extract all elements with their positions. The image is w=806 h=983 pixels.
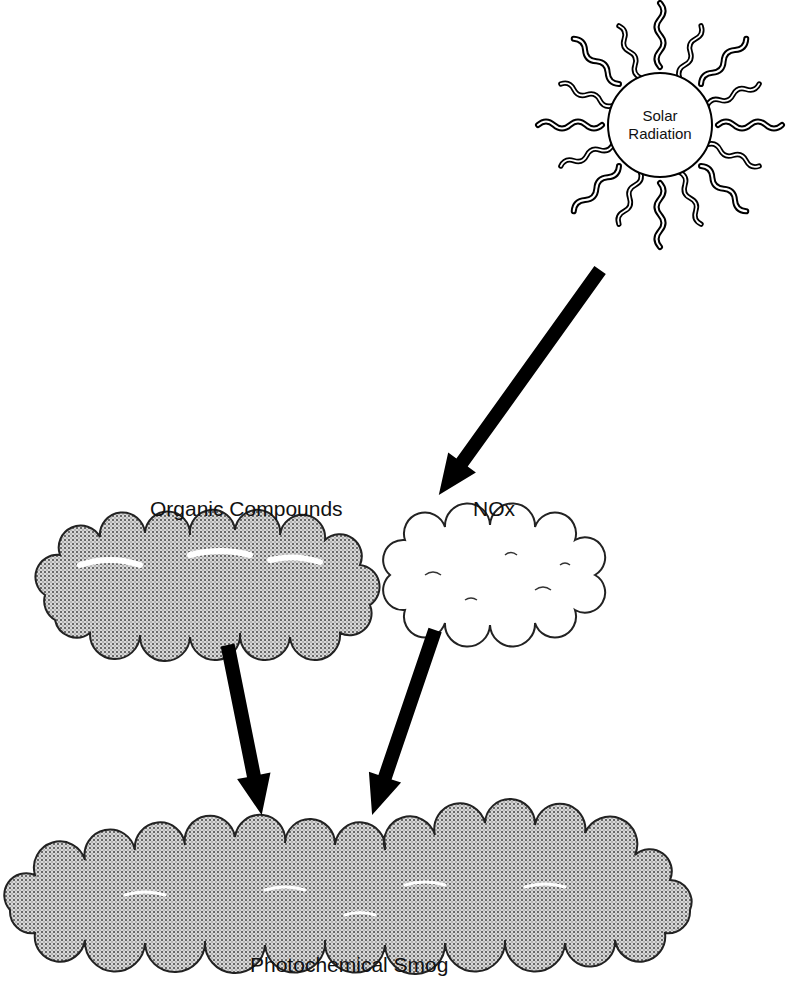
cloud-label: NOx [473, 497, 515, 521]
cloud-label: Organic Compounds [150, 497, 343, 521]
arrow-connector [439, 266, 606, 495]
sun-node: Solar Radiation [520, 0, 800, 270]
cloud-node: Photochemical Smog [5, 815, 695, 980]
cloud-node: Organic Compounds [40, 495, 375, 645]
arrow-connector [221, 644, 271, 815]
cloud-node: NOx [385, 495, 600, 630]
arrow-connector [369, 628, 442, 815]
sun-symbol [538, 3, 782, 247]
arrow-shape [439, 266, 606, 495]
smog-cloud [4, 799, 691, 974]
sun-label: Solar Radiation [610, 107, 710, 143]
organic-cloud [35, 510, 379, 661]
arrow-shape [221, 644, 271, 815]
cloud-label: Photochemical Smog [250, 953, 448, 977]
arrow-shape [369, 628, 442, 815]
nox-cloud [383, 503, 605, 646]
